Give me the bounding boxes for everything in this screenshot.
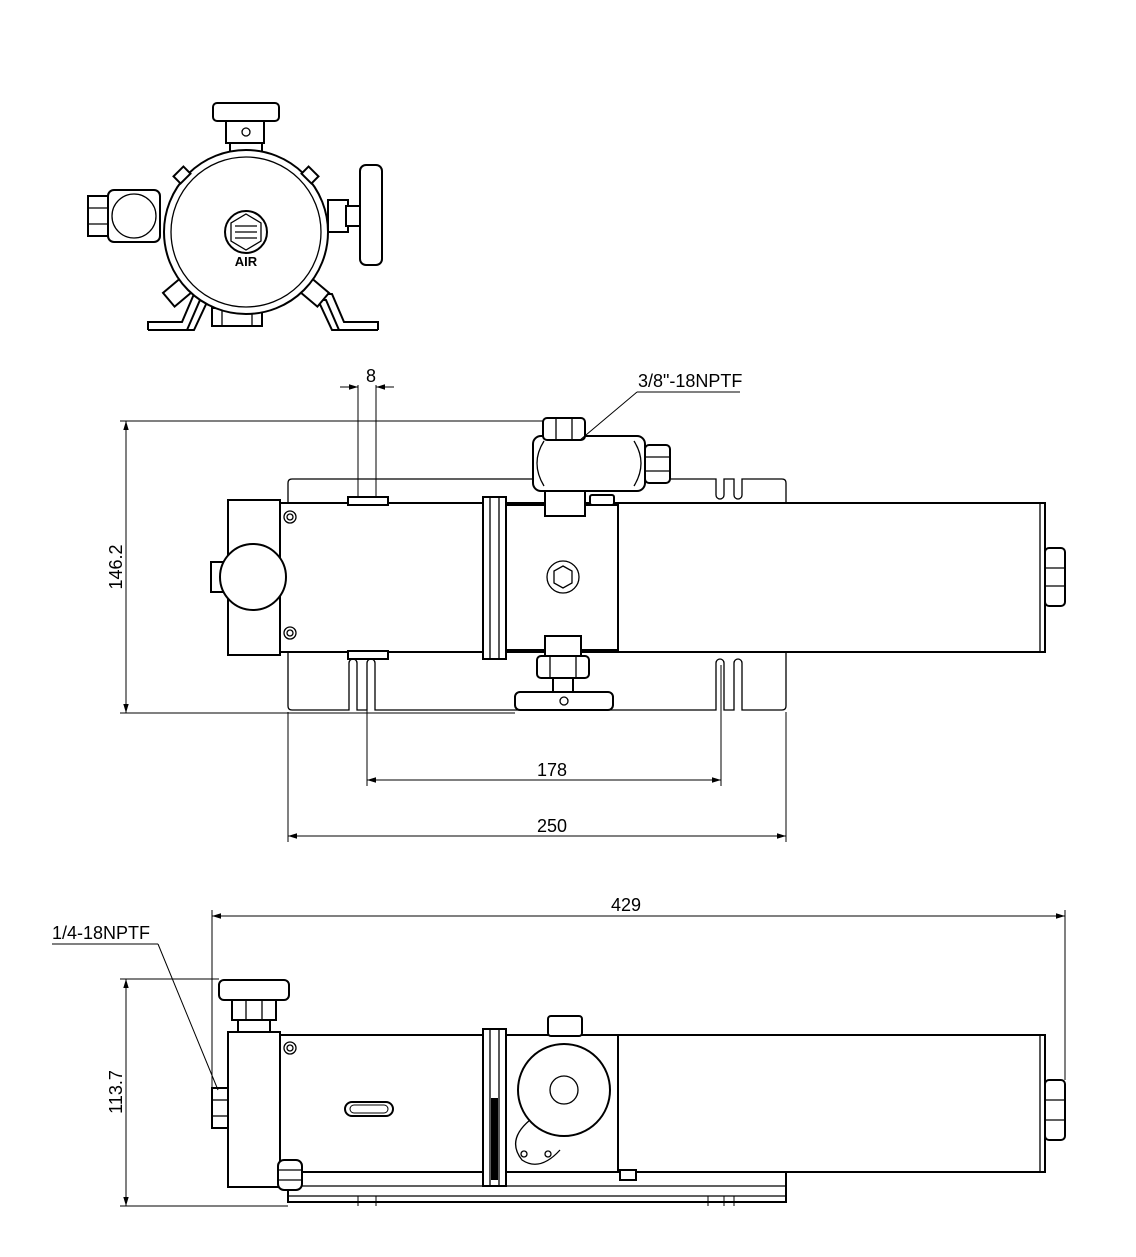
svg-text:146.2: 146.2 (106, 544, 126, 589)
svg-text:113.7: 113.7 (106, 1070, 126, 1114)
dim-side-height: 113.7 (106, 978, 288, 1207)
dim-plate-length: 250 (287, 712, 787, 842)
top-port-callout: 3/8"-18NPTF (579, 371, 742, 441)
top-base-plate (287, 478, 787, 711)
side-view: 429 113.7 1/4-18NPTF (52, 895, 1066, 1207)
side-top-knob (218, 979, 290, 1033)
front-right-knob (327, 164, 383, 266)
top-cylinder (279, 502, 1046, 653)
side-port-callout: 1/4-18NPTF (52, 923, 219, 1091)
air-inlet-hex-icon (224, 210, 268, 254)
side-cylinder (279, 1034, 1046, 1173)
dim-overall-length: 429 (211, 895, 1066, 1088)
front-top-knob (212, 102, 280, 156)
top-center-body (505, 504, 619, 651)
side-gauge-port (517, 1043, 611, 1137)
svg-text:3/8"-18NPTF: 3/8"-18NPTF (638, 371, 742, 391)
top-left-port (219, 543, 287, 611)
dim-slot-width: 8 (340, 366, 394, 497)
top-bottom-knob (514, 635, 614, 711)
side-base-plate (287, 1171, 787, 1206)
dim-top-height: 146.2 (106, 420, 543, 714)
svg-text:178: 178 (537, 760, 567, 780)
air-label: AIR (235, 254, 258, 269)
top-upper-port-fitting (532, 417, 671, 517)
top-flange-ring (482, 496, 507, 660)
top-view: 8 146.2 178 250 3/8"-18NPTF (106, 366, 1066, 842)
svg-text:250: 250 (537, 816, 567, 836)
dim-slot-spacing: 178 (366, 665, 722, 786)
side-slot (344, 1101, 394, 1117)
front-view: AIR (87, 102, 383, 331)
side-head-block (227, 1031, 281, 1188)
svg-text:429: 429 (611, 895, 641, 915)
svg-text:1/4-18NPTF: 1/4-18NPTF (52, 923, 150, 943)
side-flange-ring (482, 1028, 507, 1187)
svg-text:8: 8 (366, 366, 376, 386)
front-left-fitting (87, 189, 161, 243)
